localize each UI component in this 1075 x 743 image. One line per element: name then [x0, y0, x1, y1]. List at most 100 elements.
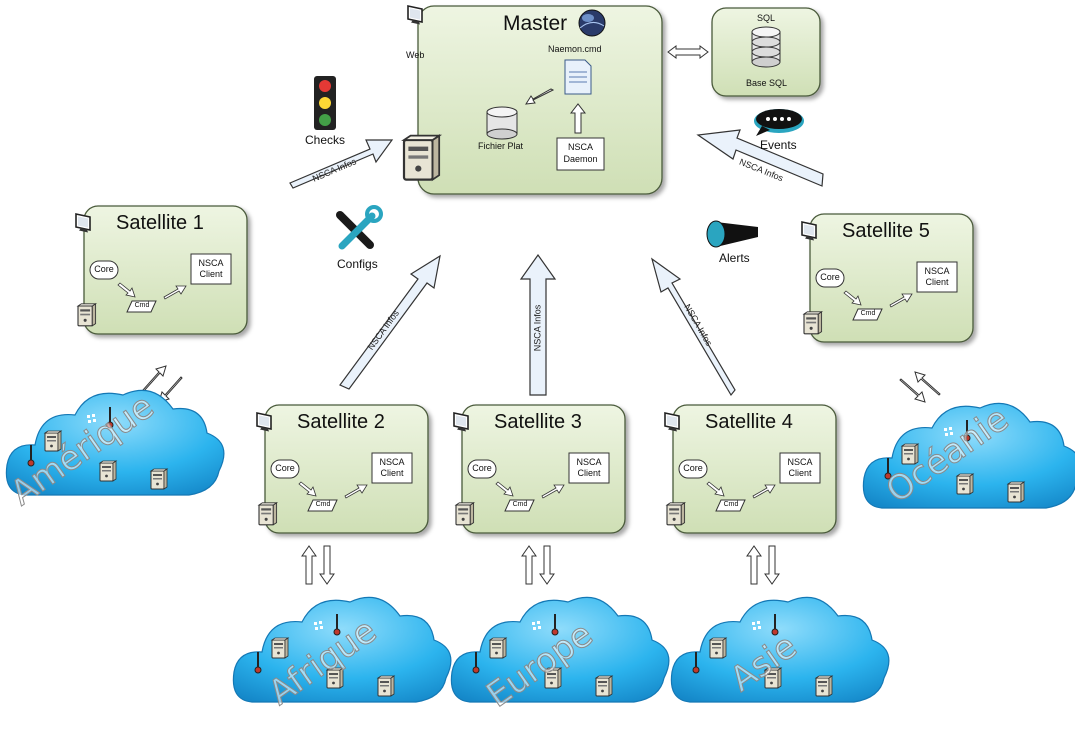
- satellite-1-nsca-line2: Client: [199, 269, 223, 279]
- satellite-4-core-to-cmd-arrow: [706, 481, 725, 497]
- master-title: Master: [503, 12, 568, 35]
- satellite-3-cmd-label: Cmd: [512, 501, 528, 508]
- satellite-1-title: Satellite 1: [116, 212, 204, 234]
- satellite-1-cmd-shape: [126, 300, 157, 313]
- daemon-to-cmd-arrow: [569, 103, 587, 134]
- cloud-server-icon: [150, 468, 168, 490]
- satellite-2-nsca-line1: NSCA: [379, 457, 405, 467]
- nsca-arrow-satellite-2: [339, 254, 441, 390]
- satellite-1-cmd-to-nsca-arrow: [163, 285, 187, 300]
- satellite-5-monitor-icon: [801, 221, 817, 242]
- cloud-europe: [450, 596, 670, 703]
- nsca-arrow-satellite-3: [519, 253, 557, 396]
- satellite-4-cmd-label: Cmd: [723, 501, 739, 508]
- satellite-3-nsca-line1: NSCA: [576, 457, 602, 467]
- satellite-2-nsca-client-box: [371, 452, 413, 484]
- satellite-4-nsca-line2: Client: [788, 468, 812, 478]
- cloud-asie: [670, 596, 890, 703]
- satellite-5-cloud-arrows: [899, 371, 941, 403]
- satellite-3-monitor-icon: [453, 412, 469, 433]
- satellite-4-monitor-icon: [664, 412, 680, 433]
- satellite-2-nsca-line2: Client: [380, 468, 404, 478]
- satellite-3-cmd-shape: [504, 499, 535, 512]
- sql-title: SQL: [757, 13, 776, 23]
- satellite-2-cmd-to-nsca-arrow: [344, 484, 368, 499]
- sql-node: [711, 7, 821, 97]
- globe-icon: [578, 9, 606, 37]
- satellite-2-node: [256, 404, 429, 534]
- satellite-1-cmd-label: Cmd: [134, 302, 150, 309]
- satellite-1-cloud-arrows: [142, 365, 183, 403]
- satellite-1-core-box: [89, 260, 119, 280]
- satellite-3-cmd-to-nsca-arrow: [541, 484, 565, 499]
- satellite-2-title: Satellite 2: [297, 411, 385, 433]
- satellite-4-core-label: Core: [683, 463, 703, 473]
- satellite-5-node: [801, 213, 974, 343]
- events-label: Events: [760, 138, 797, 152]
- satellite-5-cmd-shape: [852, 308, 883, 321]
- satellite-3-node: [453, 404, 626, 534]
- events-speech-bubble-icon: [754, 109, 804, 136]
- sql-base-label: Base SQL: [746, 78, 788, 88]
- naemon-cmd-label: Naemon.cmd: [548, 44, 602, 54]
- megaphone-alert-icon: [706, 220, 758, 248]
- cloud-server-icon: [1007, 481, 1025, 503]
- nsca-arrow-satellite-3-label: NSCA Infos: [532, 304, 543, 352]
- satellite-5-nsca-line1: NSCA: [924, 266, 950, 276]
- cloud-oceanie: [862, 402, 1075, 509]
- satellite-1-nsca-client-box: [190, 253, 232, 285]
- satellite-1-nsca-line1: NSCA: [198, 258, 224, 268]
- nsca-arrow-checks: [289, 139, 394, 189]
- satellite-1-monitor-icon: [75, 213, 91, 234]
- nsca-arrow-satellite-4: [650, 257, 736, 397]
- cloud-server-icon: [595, 675, 613, 697]
- nsca-daemon-line1: NSCA: [567, 142, 593, 152]
- satellite-5-core-to-cmd-arrow: [843, 290, 862, 306]
- satellite-4-nsca-client-box: [779, 452, 821, 484]
- satellite-4-cmd-to-nsca-arrow: [752, 484, 776, 499]
- satellite-2-cmd-shape: [307, 499, 338, 512]
- cloud-afrique: [232, 596, 452, 703]
- alerts-label: Alerts: [719, 251, 750, 265]
- satellite-3-nsca-client-box: [568, 452, 610, 484]
- tools-icon: [336, 205, 383, 250]
- satellite-5-cmd-label: Cmd: [860, 310, 876, 317]
- satellite-3-core-label: Core: [472, 463, 492, 473]
- satellite-4-server-icon: [666, 502, 686, 526]
- satellite-4-title: Satellite 4: [705, 411, 793, 433]
- traffic-light-icon: [314, 76, 336, 130]
- satellite-4-core-box: [678, 459, 708, 479]
- satellite-4-cloud-arrows: [746, 545, 780, 585]
- cloud-server-icon: [815, 675, 833, 697]
- satellite-2-server-icon: [258, 502, 278, 526]
- checks-label: Checks: [305, 133, 346, 147]
- web-label: Web: [406, 50, 425, 60]
- master-server-icon: [402, 134, 441, 181]
- cloud-server-icon: [99, 460, 117, 482]
- satellite-1-node: [75, 205, 248, 335]
- satellite-3-cloud-arrows: [521, 545, 555, 585]
- cloud-server-icon: [271, 637, 289, 659]
- satellite-2-cloud-arrows: [301, 545, 335, 585]
- satellite-5-nsca-line2: Client: [925, 277, 949, 287]
- satellite-2-monitor-icon: [256, 412, 272, 433]
- web-monitor-icon: [407, 5, 423, 26]
- satellite-1-core-label: Core: [94, 264, 114, 274]
- satellite-3-title: Satellite 3: [494, 411, 582, 433]
- satellite-4-cmd-shape: [715, 499, 746, 512]
- master-sql-double-arrow: [667, 45, 709, 59]
- database-icon: [751, 26, 781, 68]
- satellite-2-core-label: Core: [275, 463, 295, 473]
- satellite-5-nsca-client-box: [916, 261, 958, 293]
- satellite-5-core-label: Core: [820, 272, 840, 282]
- satellite-3-nsca-line2: Client: [577, 468, 601, 478]
- satellite-4-node: [664, 404, 837, 534]
- cloud-server-icon: [709, 637, 727, 659]
- fichier-plat-disk-icon: [486, 106, 518, 140]
- satellite-3-server-icon: [455, 502, 475, 526]
- satellite-2-cmd-label: Cmd: [315, 501, 331, 508]
- satellite-2-core-to-cmd-arrow: [298, 481, 317, 497]
- satellite-3-core-to-cmd-arrow: [495, 481, 514, 497]
- nsca-arrow-satellite-5: [696, 129, 824, 187]
